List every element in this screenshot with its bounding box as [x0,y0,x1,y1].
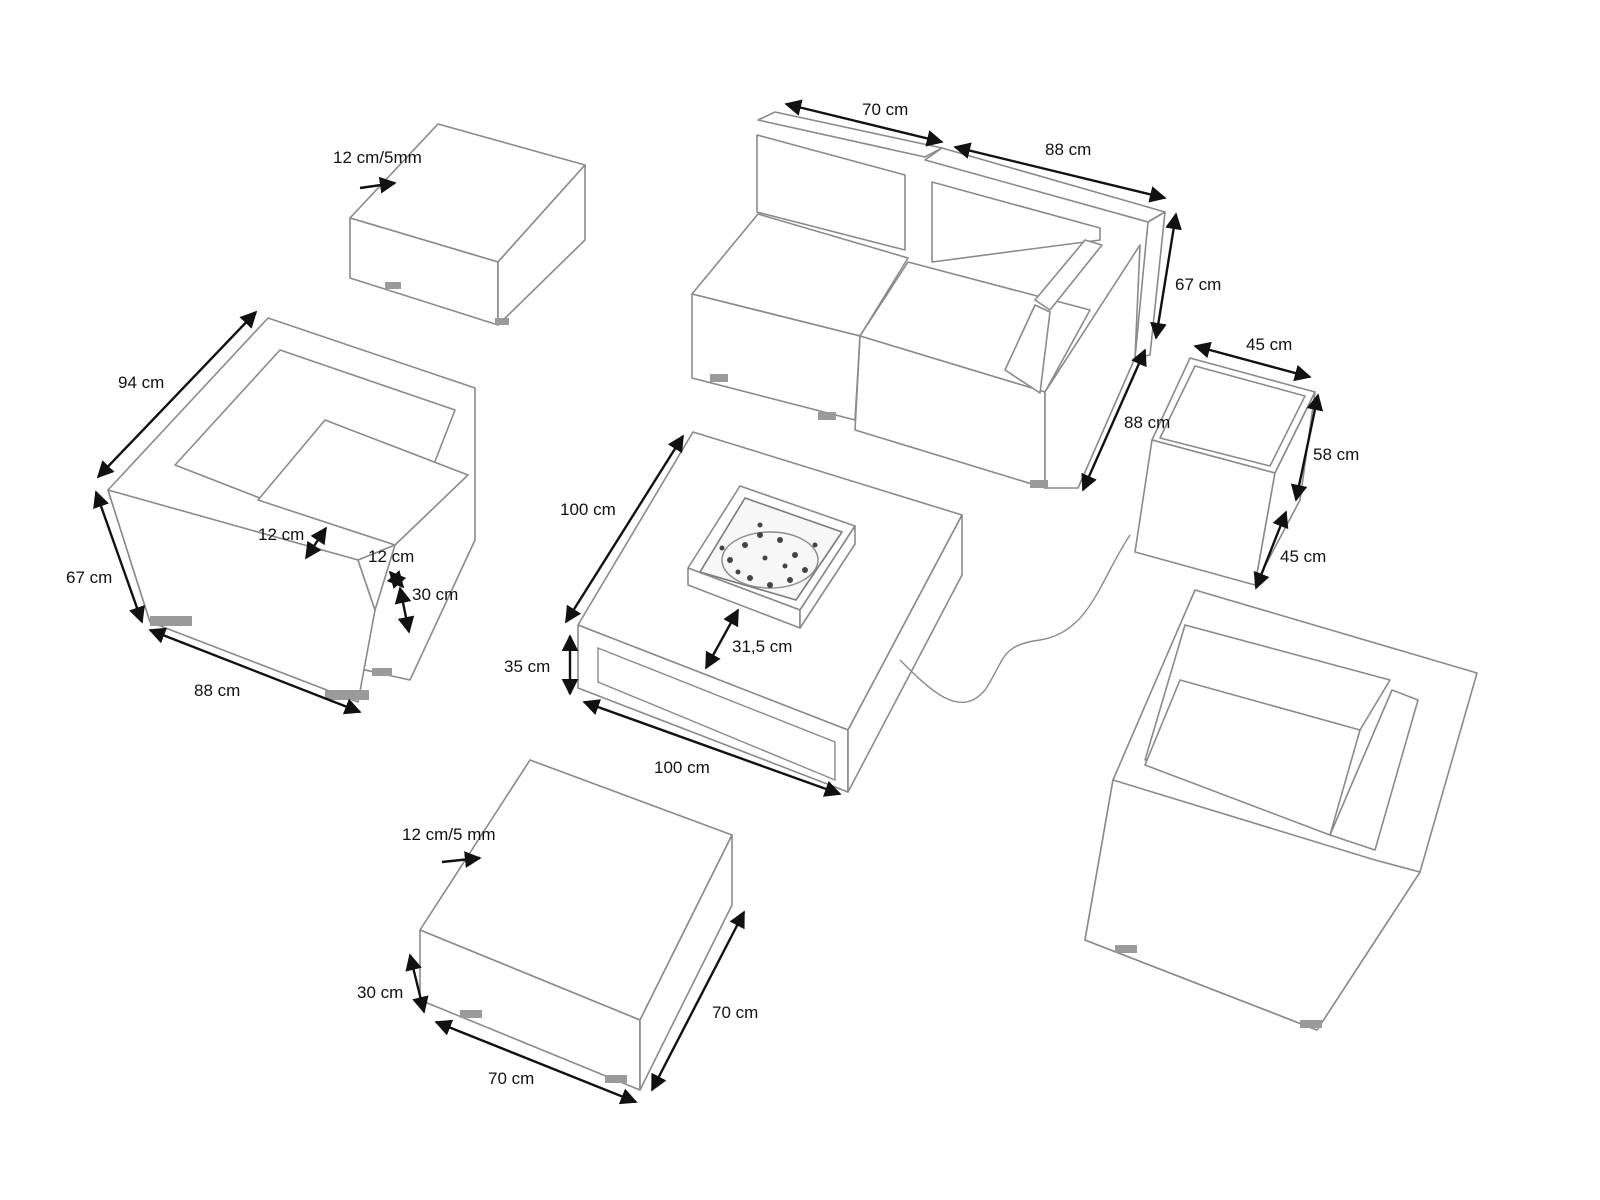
label-table-depth: 100 cm [560,500,616,519]
dimension-lines [93,99,1324,1105]
label-left-chair-depth: 94 cm [118,373,164,392]
label-corner-depth: 88 cm [1124,413,1170,432]
label-left-chair-armrest: 12 cm [258,525,304,544]
label-corner-top-left-width: 70 cm [862,100,908,119]
label-corner-top-right-width: 88 cm [1045,140,1091,159]
dimension-labels: 12 cm/5mm 70 cm 88 cm 67 cm 88 cm 94 cm … [66,100,1359,1088]
label-corner-height: 67 cm [1175,275,1221,294]
label-side-table-top: 45 cm [1246,335,1292,354]
label-burner-size: 31,5 cm [732,637,792,656]
label-left-chair-cushion: 12 cm [368,547,414,566]
label-bottom-ottoman-depth: 70 cm [712,1003,758,1022]
label-side-table-depth: 45 cm [1280,547,1326,566]
label-table-width: 100 cm [654,758,710,777]
label-bottom-ottoman-mark: 12 cm/5 mm [402,825,496,844]
top-ottoman [349,123,586,326]
right-armchair [1084,589,1478,1031]
label-left-chair-seat-height: 30 cm [412,585,458,604]
label-left-chair-height: 67 cm [66,568,112,587]
label-table-height: 35 cm [504,657,550,676]
label-side-table-height: 58 cm [1313,445,1359,464]
label-bottom-ottoman-width: 70 cm [488,1069,534,1088]
bottom-ottoman [419,759,733,1091]
label-top-ottoman-mark: 12 cm/5mm [333,148,422,167]
corner-sofa [691,111,1166,489]
label-left-chair-width: 88 cm [194,681,240,700]
label-bottom-ottoman-height: 30 cm [357,983,403,1002]
